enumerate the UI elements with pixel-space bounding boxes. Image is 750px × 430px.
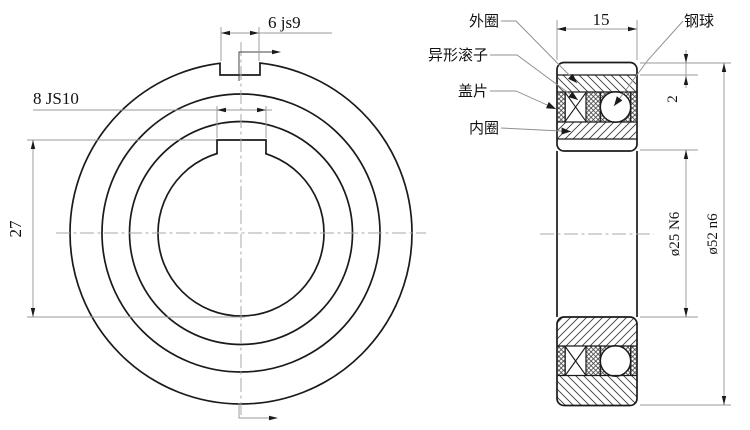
dimension-keyway-depth: 27 [6,139,245,318]
dim-outer-notch-label: 6 js9 [268,13,301,32]
leader-cover [490,90,557,110]
dim-outer-label: ø52 n6 [705,213,721,255]
steel-ball-top [599,91,632,123]
section-top-half [556,61,638,152]
bottom-section-outline [556,316,638,407]
dim-rim-label: 2 [665,95,681,103]
dimension-rim: 2 [640,50,698,103]
cover-plate-left-bottom [557,346,566,376]
label-ball: 钢球 [684,13,714,30]
section-bottom-half [556,316,638,407]
dimension-outer-notch: 6 js9 [220,13,332,61]
leader-roller [490,54,579,101]
band-lines-bottom [557,345,637,377]
dim-bore-label: ø25 N6 [667,211,683,256]
outer-ring-hatch-bottom [557,375,637,406]
label-inner-ring: 内圈 [469,120,499,137]
dimension-bore: ø25 N6 [640,149,698,318]
leader-inner-ring [500,127,572,135]
section-view: 15 2 ø25 N6 ø52 n6 外圈 [428,10,731,407]
dim-width-label: 15 [593,10,610,29]
inner-ring-hatch [557,122,637,139]
dimension-bore-keyway: 8 JS10 [33,89,272,138]
cover-plate-left [557,92,566,122]
outer-notch-mask [220,56,260,75]
dimension-width: 15 [556,10,638,60]
section-indicator-top [238,49,281,81]
section-indicator-bottom [238,403,278,421]
steel-ball-bottom [599,345,632,377]
label-roller: 异形滚子 [428,47,488,64]
column-dividers-bottom [564,346,632,376]
outer-notch [219,63,261,76]
top-section-outline [556,61,638,152]
leader-outer-ring [501,20,578,84]
dim-bore-keyway-label: 8 JS10 [33,89,79,108]
dimension-outer: ø52 n6 [640,62,731,406]
leader-ball [613,20,684,107]
band-lines-top [557,74,637,140]
dim-keyway-depth-label: 27 [6,220,25,238]
label-outer-ring: 外圈 [469,13,499,30]
inner-ring-hatch-bottom [557,317,637,347]
label-cover: 盖片 [458,83,488,100]
part-labels: 外圈 异形滚子 盖片 内圈 钢球 [428,13,714,137]
outer-ring-hatch [557,75,637,92]
front-view: 6 js9 8 JS10 27 [6,13,426,421]
column-dividers-top [564,92,632,122]
roller-x-mark-bottom [564,346,587,376]
